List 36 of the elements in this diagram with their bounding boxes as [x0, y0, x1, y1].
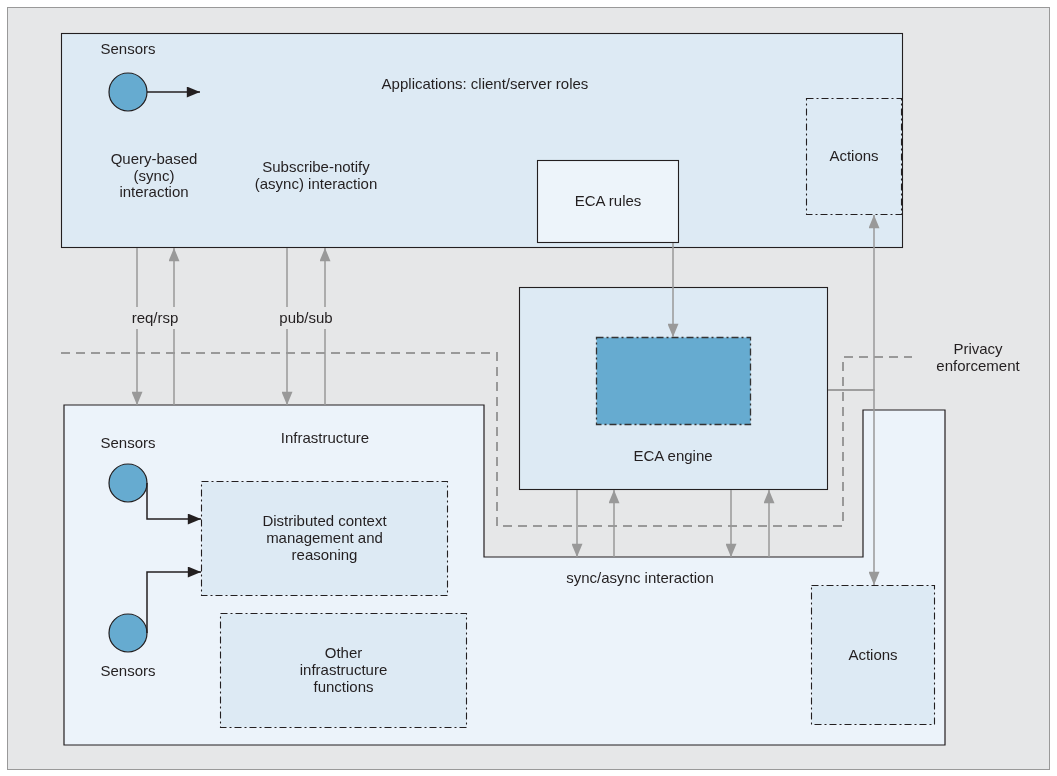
arrow: [146, 86, 201, 98]
process-box: [811, 585, 935, 725]
process-box: [220, 613, 467, 728]
process-box: [201, 481, 448, 596]
sensor-circle: [108, 613, 148, 653]
arrow: [571, 489, 583, 558]
box-label: Infrastructure: [279, 427, 371, 448]
process-box: [537, 160, 679, 243]
sensor-label: Sensors: [99, 660, 157, 681]
infrastructure-panel: [64, 405, 945, 745]
arrow: [763, 489, 775, 558]
box-label: Applications: client/server roles: [380, 73, 590, 94]
engine-core-box: [596, 337, 751, 425]
arrow: [827, 389, 880, 586]
box-label: Actions: [828, 146, 880, 167]
sensor-circle: [108, 463, 148, 503]
annotation-text: Subscribe-notify (async) interaction: [253, 157, 379, 194]
engine-panel: [519, 287, 828, 490]
box-label: ECA rules: [573, 191, 643, 212]
sensor-label: Sensors: [99, 38, 157, 59]
sensor-label: Sensors: [99, 432, 157, 453]
annotation-text: Privacy enforcement: [935, 339, 1021, 376]
box-label: Actions: [847, 644, 899, 665]
application-panel: [61, 33, 903, 248]
annotation-text: Query-based (sync) interaction: [109, 148, 199, 203]
box-label: Other infrastructure functions: [298, 643, 389, 697]
sensor-circle: [108, 72, 148, 112]
arrow: [608, 489, 620, 558]
arrow: [667, 242, 679, 338]
annotation-text: sync/async interaction: [565, 567, 715, 588]
box-label: ECA engine: [632, 445, 714, 466]
box-label: Distributed context management and reasoning: [261, 511, 388, 565]
arrow: [146, 482, 202, 525]
arrow: [725, 489, 737, 558]
process-box: [806, 98, 902, 215]
arrow: [146, 566, 202, 634]
